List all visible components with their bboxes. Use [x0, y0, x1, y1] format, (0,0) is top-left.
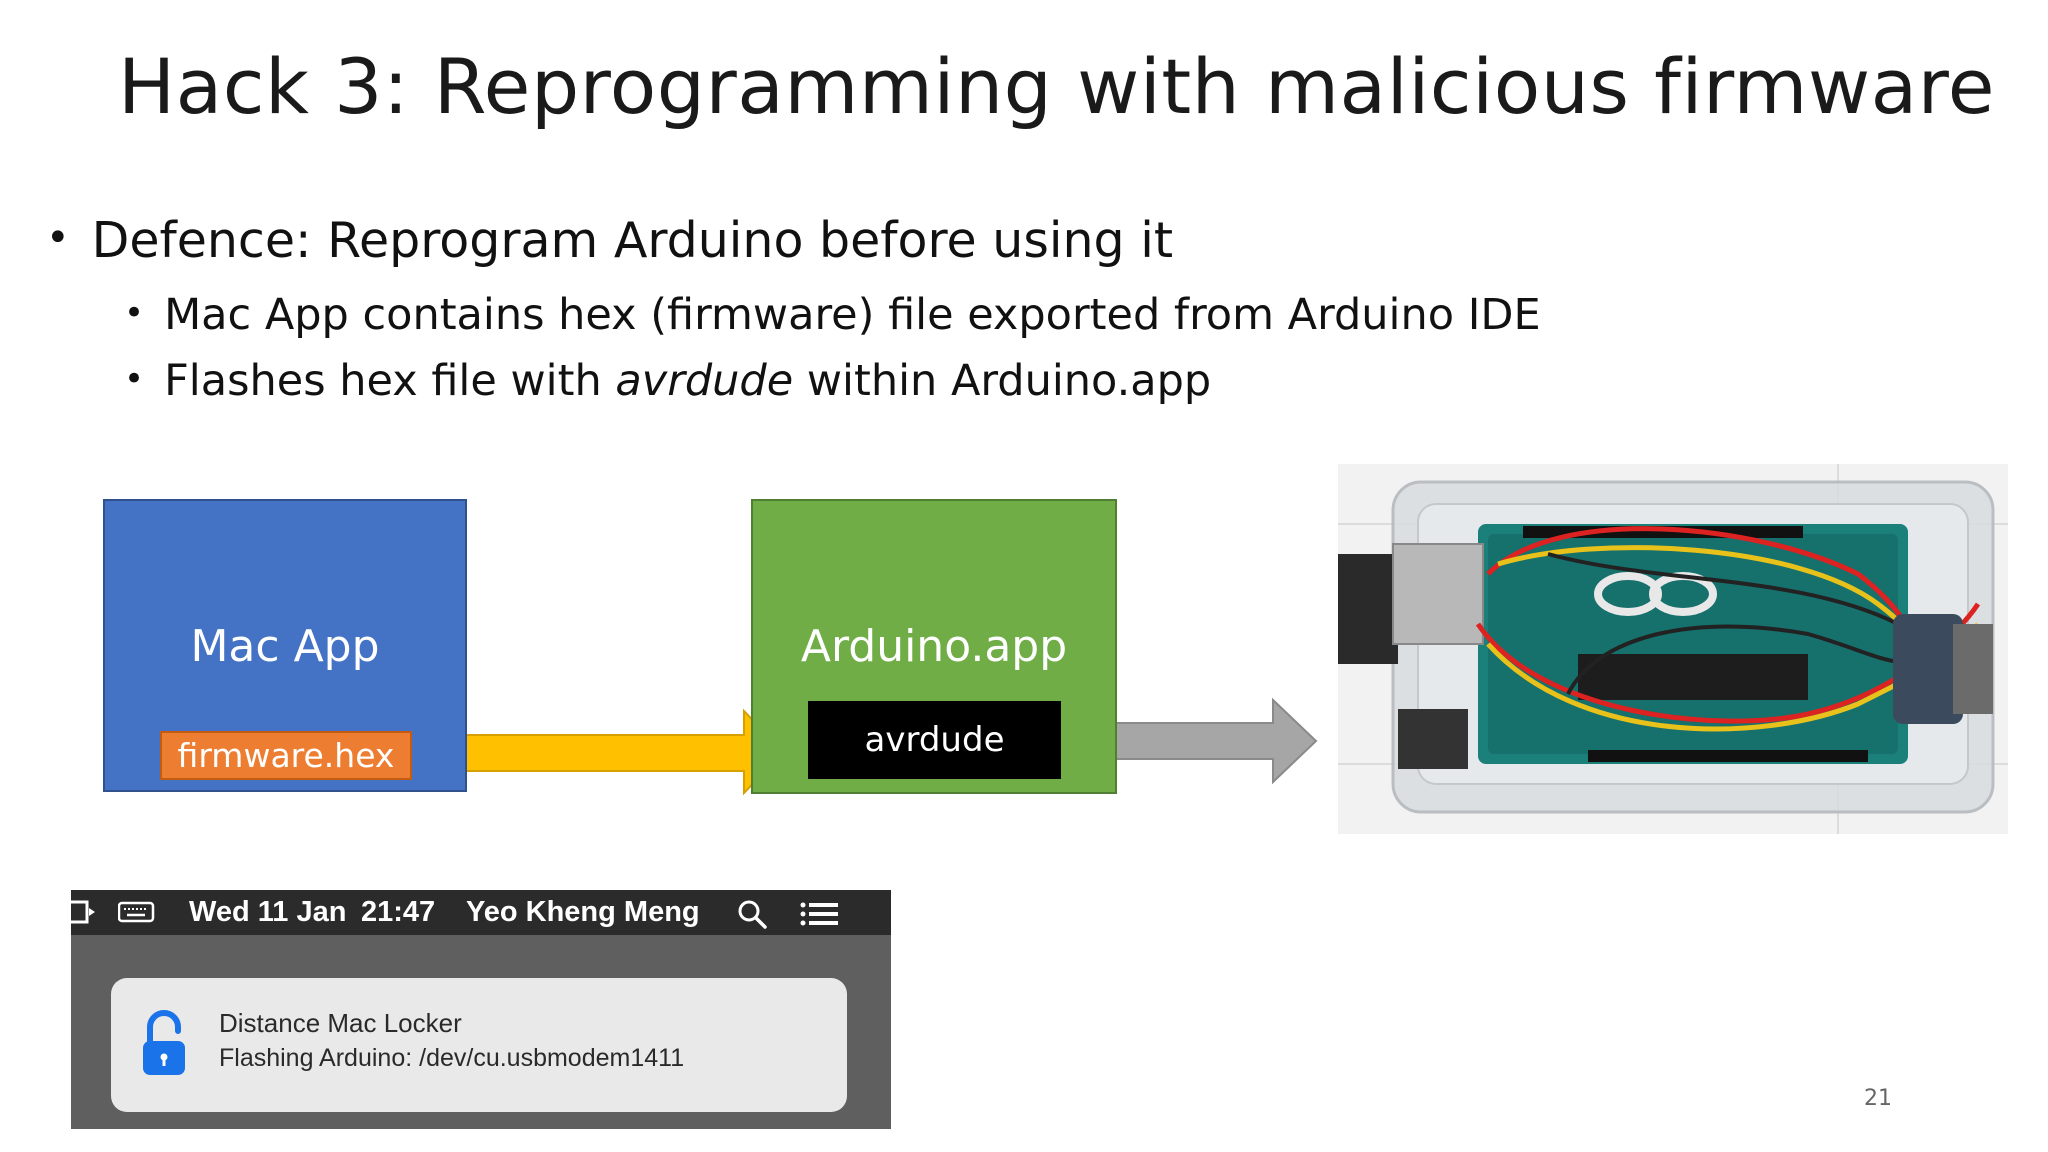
arduino-photo	[1338, 464, 2008, 834]
mac-menubar: Wed 11 Jan 21:47 Yeo Kheng Meng	[71, 890, 891, 935]
airplay-icon	[71, 900, 95, 924]
bullet-level2: • Mac App contains hex (firmware) file ex…	[124, 290, 1541, 340]
notification-message: Flashing Arduino: /dev/cu.usbmodem1411	[219, 1044, 685, 1072]
gray-arrow	[1081, 697, 1318, 785]
mac-app-label: Mac App	[190, 621, 380, 672]
slide-title: Hack 3: Reprogramming with malicious fir…	[118, 42, 1996, 131]
firmware-hex-box: firmware.hex	[160, 731, 412, 780]
bullet-level1: • Defence: Reprogram Arduino before using…	[46, 212, 1173, 269]
bullet-dot: •	[124, 293, 145, 333]
keyboard-icon[interactable]	[118, 900, 156, 924]
arduino-app-label: Arduino.app	[800, 621, 1068, 672]
bullet-text-italic: avrdude	[615, 356, 794, 406]
bullet-text: Defence: Reprogram Arduino before using …	[91, 212, 1174, 269]
menubar-date[interactable]: Wed 11 Jan	[189, 896, 347, 928]
arduino-board-image	[1338, 464, 2008, 834]
notification-banner[interactable]: Distance Mac Locker Flashing Arduino: /d…	[111, 978, 847, 1112]
bullet-dot: •	[124, 359, 145, 399]
menubar-time[interactable]: 21:47	[361, 896, 436, 928]
bullet-text-post: within Arduino.app	[793, 356, 1212, 406]
avrdude-box: avrdude	[808, 701, 1061, 779]
page-number: 21	[1864, 1086, 1892, 1111]
search-icon[interactable]	[736, 898, 768, 930]
bullet-text-pre: Flashes hex file with	[164, 356, 616, 406]
yellow-arrow	[437, 708, 785, 796]
mac-notification-screenshot: Wed 11 Jan 21:47 Yeo Kheng Meng Distance…	[71, 890, 891, 1129]
unlocked-padlock-icon	[143, 1010, 185, 1075]
bullet-dot: •	[46, 215, 70, 261]
notification-app-name: Distance Mac Locker	[219, 1008, 462, 1038]
bullet-level2: • Flashes hex file with avrdude within Ar…	[124, 356, 1211, 406]
notification-center-icon[interactable]	[800, 901, 840, 927]
bullet-text: Mac App contains hex (firmware) file exp…	[164, 290, 1541, 340]
menubar-user[interactable]: Yeo Kheng Meng	[466, 896, 700, 928]
